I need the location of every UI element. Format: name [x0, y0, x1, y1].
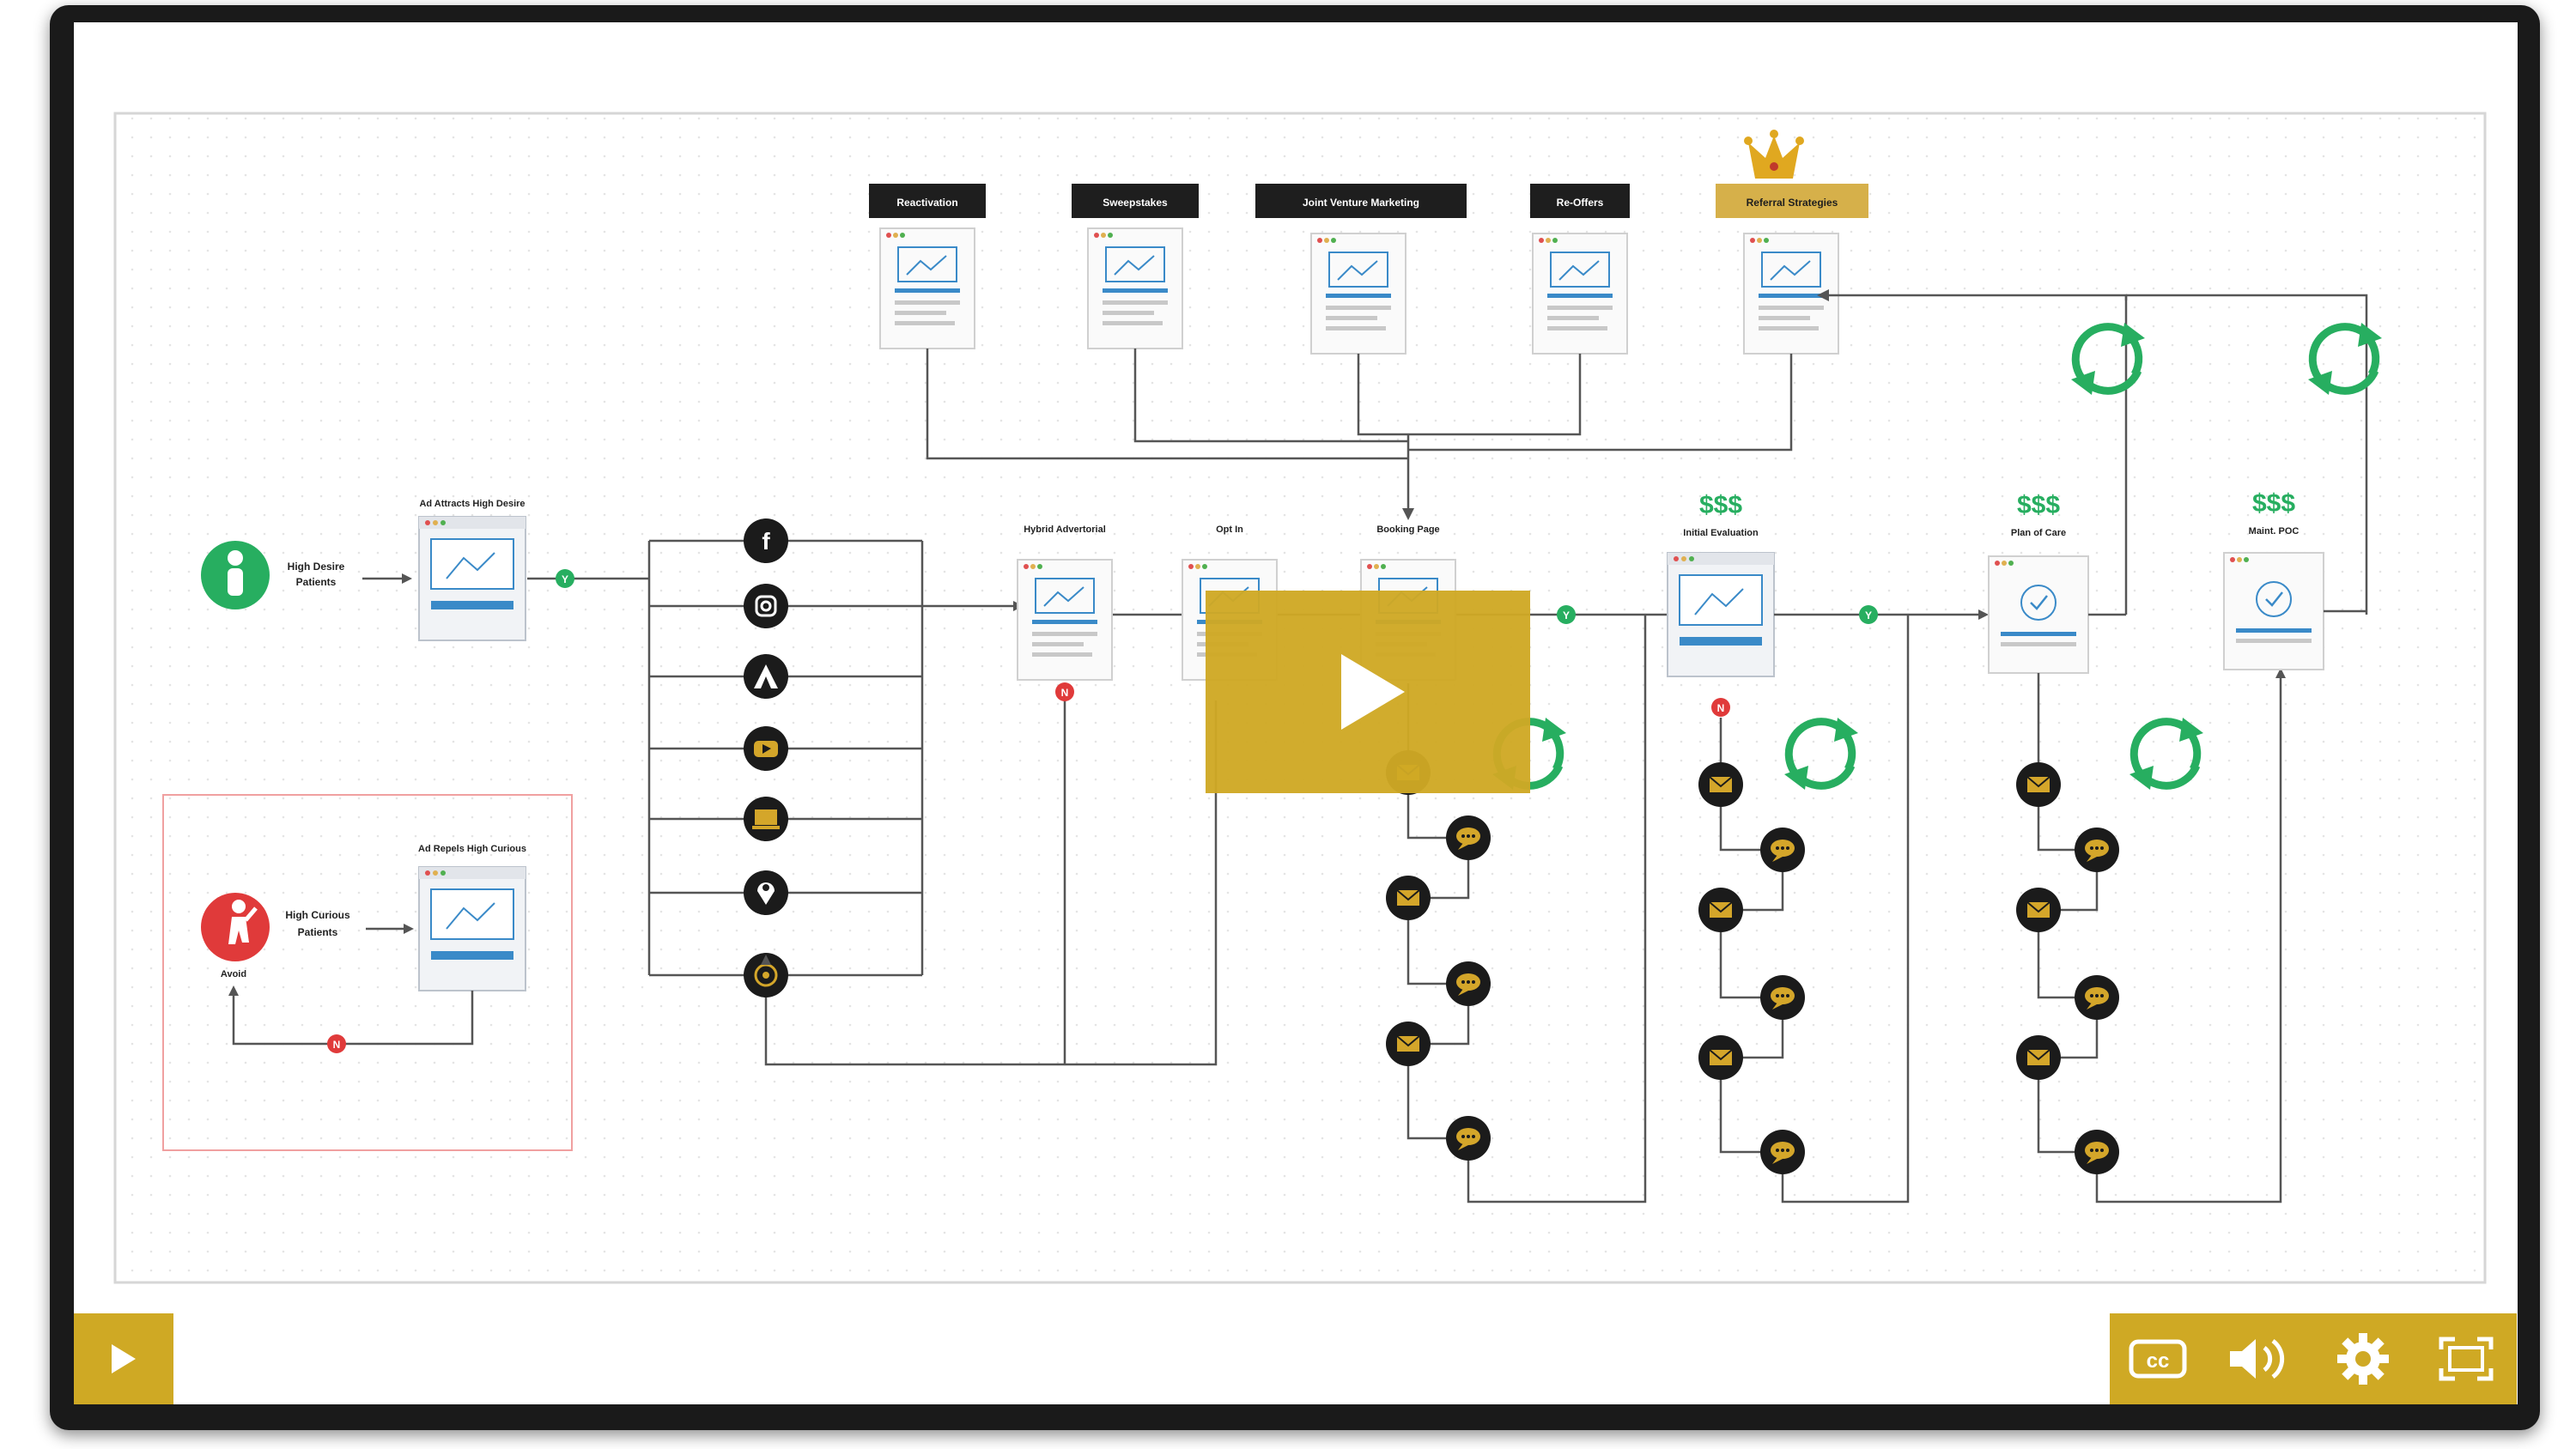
svg-text:Plan of Care: Plan of Care — [2011, 528, 2066, 538]
svg-text:N: N — [1061, 687, 1069, 699]
top-label-reactivation: Reactivation — [869, 184, 986, 218]
svg-text:Hybrid Advertorial: Hybrid Advertorial — [1024, 524, 1106, 535]
player-controls: cc — [2110, 1313, 2517, 1404]
svg-text:Y: Y — [562, 573, 568, 585]
svg-text:$$$: $$$ — [2252, 489, 2295, 518]
email-node — [2015, 761, 2062, 808]
svg-text:$$$: $$$ — [2017, 491, 2060, 519]
plan-of-care-thumb — [1987, 555, 2090, 675]
svg-text:Opt In: Opt In — [1216, 524, 1243, 535]
crown-icon — [1744, 130, 1804, 179]
high-curious-box — [162, 794, 573, 1151]
sms-node — [1760, 1130, 1805, 1174]
svg-text:High Curious: High Curious — [285, 909, 350, 921]
jv-page-thumb — [1310, 233, 1406, 355]
svg-text:Ad Attracts High Desire: Ad Attracts High Desire — [419, 499, 525, 509]
sweepstakes-page-thumb — [1087, 227, 1183, 349]
sms-node — [2075, 828, 2119, 872]
google-ads-icon — [744, 654, 788, 699]
sms-node — [1760, 975, 1805, 1020]
svg-text:Booking Page: Booking Page — [1376, 524, 1439, 535]
top-label-sweepstakes: Sweepstakes — [1072, 184, 1199, 218]
location-icon — [744, 870, 788, 915]
sms-node — [2075, 1130, 2119, 1174]
svg-text:High Desire: High Desire — [288, 561, 345, 573]
play-icon — [1341, 654, 1405, 730]
top-connectors — [926, 294, 2368, 615]
email-node — [1698, 887, 1744, 933]
email-node — [1698, 1034, 1744, 1081]
svg-text:f: f — [762, 528, 770, 555]
svg-text:Y: Y — [1865, 609, 1872, 621]
svg-text:Maint. POC: Maint. POC — [2249, 526, 2300, 537]
facebook-icon: f — [744, 518, 788, 563]
email-node — [2015, 1034, 2062, 1081]
reoffers-page-thumb — [1532, 233, 1628, 355]
svg-text:Sweepstakes: Sweepstakes — [1103, 197, 1168, 209]
top-label-referral: Referral Strategies — [1716, 184, 1868, 218]
settings-button[interactable] — [2316, 1313, 2410, 1404]
sms-node — [1446, 815, 1491, 860]
high-curious-avatar-icon — [201, 893, 270, 961]
play-icon — [112, 1344, 136, 1373]
volume-button[interactable] — [2213, 1313, 2307, 1404]
sms-node — [2075, 975, 2119, 1020]
svg-text:Patients: Patients — [296, 576, 337, 588]
big-play-button[interactable] — [1206, 591, 1530, 793]
initial-evaluation-thumb — [1667, 552, 1775, 677]
svg-text:Y: Y — [1563, 609, 1570, 621]
hybrid-advertorial-thumb — [1017, 559, 1113, 681]
svg-text:N: N — [1717, 702, 1725, 714]
closed-captions-button[interactable]: cc — [2110, 1313, 2204, 1404]
svg-text:Joint Venture Marketing: Joint Venture Marketing — [1303, 197, 1419, 209]
svg-text:N: N — [333, 1039, 341, 1051]
email-node — [1385, 1021, 1431, 1067]
ad-high-curious-thumb — [418, 866, 526, 991]
settings-gear-icon — [2337, 1333, 2389, 1385]
email-node — [1698, 761, 1744, 808]
svg-text:Avoid: Avoid — [221, 969, 246, 979]
website-icon — [744, 797, 788, 841]
svg-text:Referral Strategies: Referral Strategies — [1747, 197, 1838, 209]
video-screen[interactable]: Reactivation Sweepstakes Joint Venture M… — [74, 22, 2518, 1404]
closed-captions-icon: cc — [2129, 1339, 2187, 1379]
volume-icon — [2230, 1338, 2285, 1379]
top-label-joint-venture: Joint Venture Marketing — [1255, 184, 1467, 218]
high-desire-avatar-icon — [201, 541, 270, 609]
sms-node — [1760, 828, 1805, 872]
reactivation-page-thumb — [879, 227, 975, 349]
youtube-icon — [744, 726, 788, 771]
svg-text:Initial Evaluation: Initial Evaluation — [1683, 528, 1759, 538]
email-node — [2015, 887, 2062, 933]
fullscreen-icon — [2439, 1337, 2494, 1381]
sms-node — [1446, 1116, 1491, 1161]
fullscreen-button[interactable] — [2419, 1313, 2513, 1404]
ad-high-desire-thumb — [418, 516, 526, 641]
top-label-re-offers: Re-Offers — [1530, 184, 1630, 218]
svg-text:cc: cc — [2147, 1349, 2170, 1373]
svg-text:Re-Offers: Re-Offers — [1557, 197, 1604, 209]
svg-text:Patients: Patients — [298, 926, 338, 938]
play-button[interactable] — [74, 1313, 173, 1404]
svg-text:Ad Repels High Curious: Ad Repels High Curious — [418, 844, 526, 854]
maint-poc-thumb — [2222, 551, 2325, 671]
sms-node — [1446, 961, 1491, 1006]
svg-text:Reactivation: Reactivation — [896, 197, 957, 209]
instagram-icon — [744, 584, 788, 628]
email-node — [1385, 875, 1431, 921]
svg-text:$$$: $$$ — [1699, 491, 1742, 519]
